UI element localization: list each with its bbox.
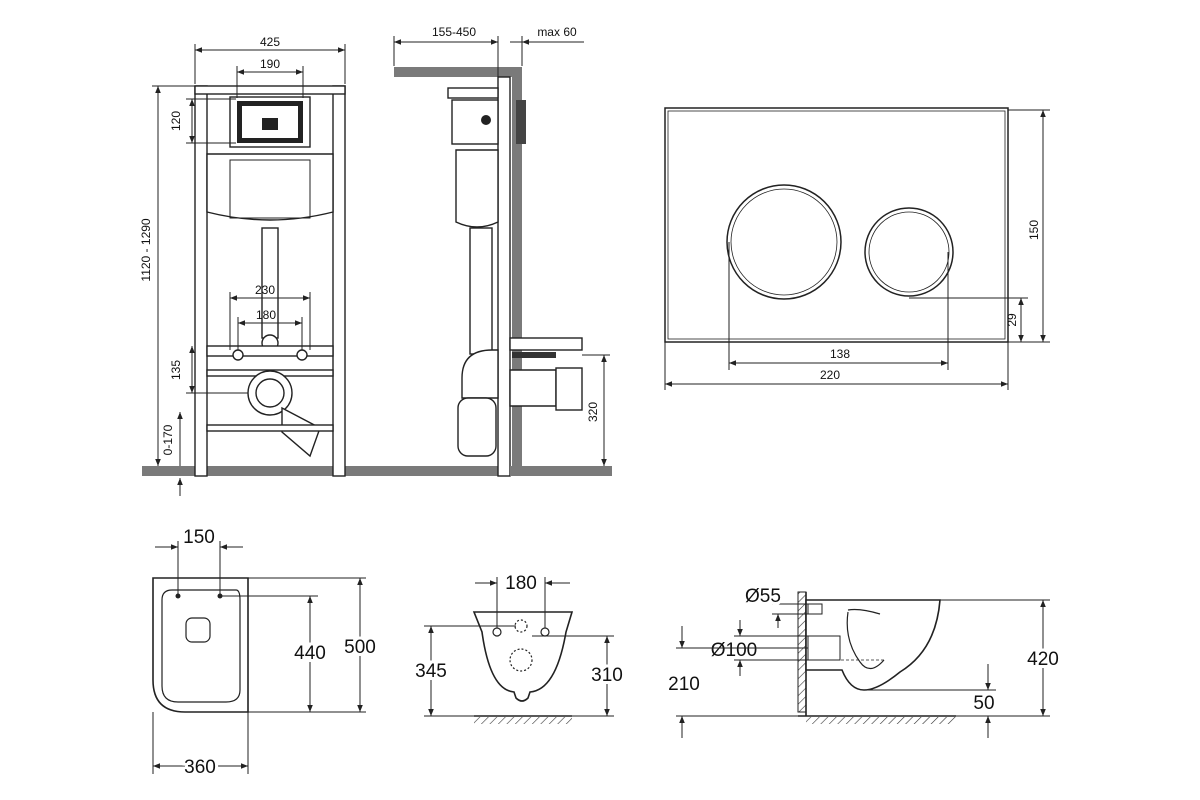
large-button-ring <box>730 188 838 296</box>
flush-plate-view: 150 29 138 220 <box>664 107 1050 390</box>
dim-side-total-height: 420 <box>1027 649 1059 670</box>
dim-button-offset: 29 <box>1005 313 1019 327</box>
dim-plate-height-150: 150 <box>1027 220 1041 240</box>
dim-side-depth: 155-450 <box>432 25 476 39</box>
side-drain <box>457 397 497 457</box>
cistern <box>206 153 334 221</box>
dim-bowl-width: 360 <box>184 757 216 778</box>
side-floor <box>510 466 612 476</box>
dim-pipe-outer: 230 <box>255 283 275 297</box>
bowl-top-view: 150 440 500 360 <box>152 527 379 781</box>
dim-back-height-right: 310 <box>591 665 623 686</box>
dim-button-span: 138 <box>830 347 850 361</box>
large-flush-button <box>726 184 842 300</box>
side-post <box>497 76 511 477</box>
dim-wall-max: max 60 <box>537 25 577 39</box>
side-wall-hatch <box>797 591 807 713</box>
side-outlet-cap <box>555 367 583 411</box>
side-bolt <box>512 352 556 358</box>
bowl-back-outline <box>472 611 574 702</box>
wall-fixing <box>516 100 526 144</box>
bolt-right <box>296 349 308 361</box>
drain-inner <box>255 378 285 408</box>
dim-rim-offset: 50 <box>973 693 994 714</box>
dim-bowl-bolt-spacing: 150 <box>183 527 215 548</box>
bowl-side-outline <box>805 599 941 691</box>
back-wall <box>512 67 522 476</box>
dim-back-bolt-spacing: 180 <box>505 573 537 594</box>
bowl-back-view: 180 345 310 <box>412 570 626 724</box>
valve-block <box>262 118 278 130</box>
flush-plate-inner <box>667 110 1006 340</box>
side-knob <box>481 115 491 125</box>
side-mechanism <box>451 99 499 145</box>
ceiling-wall <box>394 67 522 77</box>
side-top-bracket <box>447 87 499 99</box>
drain-elbow <box>281 406 321 458</box>
dim-frame-width: 425 <box>260 35 280 49</box>
mount-bar <box>206 345 334 357</box>
dim-total-height: 1120 - 1290 <box>139 218 153 281</box>
dim-plate-width: 190 <box>260 57 280 71</box>
cistern-inner <box>229 159 311 219</box>
dim-outlet-height: 320 <box>586 402 600 422</box>
floor-slab <box>142 466 612 476</box>
back-outlet <box>509 648 533 672</box>
dim-side-outlet-height: 210 <box>668 674 700 695</box>
frame-left-post <box>194 85 208 477</box>
dim-plate-height: 120 <box>169 111 183 131</box>
back-inlet <box>514 619 528 633</box>
dim-back-height-left: 345 <box>415 661 447 682</box>
small-flush-button <box>864 207 954 297</box>
small-button-ring <box>868 211 950 293</box>
side-elbow <box>461 349 499 399</box>
side-cistern <box>455 149 499 228</box>
dim-outlet-diameter: Ø100 <box>711 640 757 661</box>
dim-drain-height: 135 <box>169 360 183 380</box>
bowl-outline <box>152 577 249 713</box>
dim-total-length: 500 <box>344 637 376 658</box>
bowl-outlet <box>185 617 211 643</box>
bowl-side-view: Ø55 Ø100 210 420 50 <box>668 583 1062 738</box>
side-pipe-connector <box>509 337 583 351</box>
side-inlet <box>807 603 823 615</box>
bowl-side-inner <box>846 608 885 670</box>
side-flush-pipe <box>469 227 493 355</box>
side-outlet-sleeve <box>509 369 557 407</box>
side-floor-hatch <box>806 717 956 724</box>
base-bar <box>206 424 334 432</box>
frame-top-bar <box>194 85 346 95</box>
dim-inlet-diameter: Ø55 <box>745 586 781 607</box>
dim-plate-width-220: 220 <box>820 368 840 382</box>
frame-right-post <box>332 85 346 477</box>
bolt-left <box>232 349 244 361</box>
bowl-rim <box>161 589 241 703</box>
dim-floor-adjust: 0-170 <box>161 424 175 455</box>
back-floor-hatch <box>474 717 572 724</box>
frame-side-view: 155-450 max 60 320 <box>393 25 612 477</box>
dim-pipe-inner: 180 <box>256 308 276 322</box>
frame-front-view: 425 190 120 1120 - 1290 230 180 135 0-17 <box>139 35 612 496</box>
dim-inner-length: 440 <box>294 643 326 664</box>
